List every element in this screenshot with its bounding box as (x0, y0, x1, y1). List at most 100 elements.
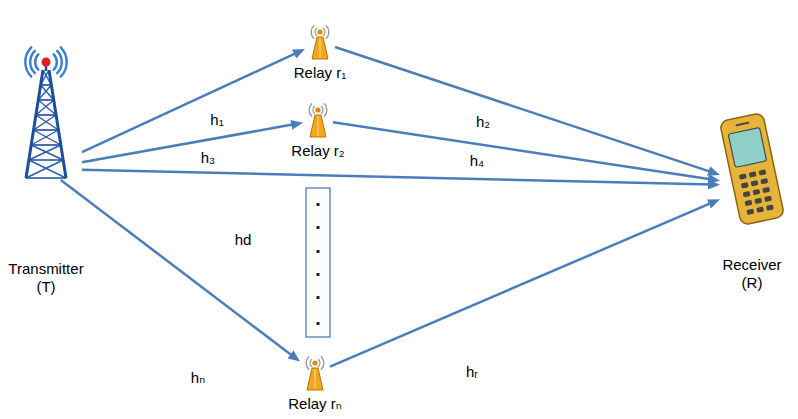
channel-label: h₁ (208, 111, 225, 129)
tower-platform (29, 159, 63, 161)
relay-antenna-icon (300, 355, 330, 391)
phone-key (745, 200, 753, 206)
ellipsis-dot (317, 296, 320, 299)
phone-key (749, 171, 757, 177)
signal-wave (61, 47, 67, 76)
signal-wave (306, 357, 309, 370)
signal-wave (311, 26, 314, 39)
channel-label: h₄ (468, 152, 486, 170)
relay-node: Relay r₂ (291, 102, 344, 160)
transmitter-node: Transmitter (T) (1, 40, 91, 296)
channel-arrow (335, 47, 712, 172)
phone-key (754, 198, 762, 204)
phone-key (751, 180, 759, 186)
phone-key (762, 187, 770, 193)
channel-arrow (61, 180, 294, 357)
relay-drawing (306, 357, 324, 390)
relay-tip (315, 107, 320, 112)
relay-highlight (317, 116, 318, 136)
signal-wave (313, 107, 314, 114)
phone-drawing (719, 113, 784, 226)
tower-drawing (25, 47, 66, 178)
channel-label: hd (233, 231, 254, 249)
signal-wave (315, 29, 316, 36)
tower-leg (49, 70, 66, 178)
tower-platform (34, 129, 59, 131)
relay-antenna-icon (300, 355, 330, 391)
tower-leg (26, 70, 43, 178)
node-label: Relay r₁ (294, 64, 347, 82)
relay-drawing (309, 104, 327, 137)
node-label: Relay rₙ (288, 395, 342, 413)
channel-label: hₙ (189, 369, 207, 387)
tower-brace (31, 145, 63, 160)
phone-key (756, 207, 764, 213)
ellipsis-dot (317, 322, 320, 325)
relay-antenna-icon (303, 102, 333, 138)
phone-screen (728, 128, 766, 168)
receiver-phone-icon (720, 110, 784, 228)
tower-platform (26, 177, 66, 179)
signal-wave (57, 51, 62, 73)
signal-wave (324, 104, 327, 117)
ellipsis-dot (317, 203, 320, 206)
relay-tip (312, 360, 317, 365)
signal-wave (322, 107, 323, 114)
tower-brace (26, 160, 63, 178)
phone-key (743, 191, 751, 197)
relay-mast (310, 115, 326, 137)
channel-arrow (330, 202, 713, 366)
beacon-light (42, 58, 51, 67)
relay-drawing (311, 26, 329, 59)
channel-arrow (82, 170, 712, 185)
channel-label: hᵣ (464, 363, 480, 381)
relay-highlight (319, 38, 320, 58)
phone-key (758, 169, 766, 175)
phone-key (764, 196, 772, 202)
signal-wave (321, 357, 324, 370)
tower-brace (29, 145, 61, 160)
tower-platform (31, 144, 61, 146)
node-label: Receiver (R) (713, 256, 791, 292)
node-label: Relay r₂ (291, 142, 344, 160)
ellipsis-dot (317, 250, 320, 253)
phone-key (741, 182, 749, 188)
tower-brace (31, 130, 58, 145)
signal-wave (25, 47, 31, 76)
phone-key (739, 173, 747, 179)
channel-arrow (82, 124, 295, 162)
ellipsis-dot (317, 273, 320, 276)
phone-body (719, 113, 784, 226)
tower-platform (38, 99, 53, 101)
signal-wave (30, 51, 35, 73)
signal-wave (323, 29, 324, 36)
relay-antenna-icon (305, 24, 335, 60)
receiver-phone-icon (720, 110, 784, 228)
phone-key (752, 189, 760, 195)
relay-antenna-icon (305, 24, 335, 60)
signal-wave (35, 54, 38, 69)
node-label: Transmitter (T) (1, 260, 91, 296)
tower-brace (29, 160, 66, 178)
phone-key (760, 178, 768, 184)
ellipsis-dot (317, 226, 320, 229)
relay-node: Relay rₙ (288, 355, 342, 413)
tower-brace (34, 130, 61, 145)
relay-mast (312, 37, 328, 59)
phone-key (766, 204, 774, 210)
transmitter-tower-icon (10, 40, 82, 180)
relay-antenna-icon (303, 102, 333, 138)
relay-node: Relay r₁ (294, 24, 347, 82)
relay-tip (317, 29, 322, 34)
signal-wave (309, 104, 312, 117)
transmitter-tower-icon (10, 40, 82, 180)
signal-wave (310, 360, 311, 367)
vertical-ellipsis (317, 203, 320, 325)
receiver-node: Receiver (R) (713, 110, 791, 292)
relay-mast (307, 368, 323, 390)
phone-key (746, 209, 754, 215)
ellipsis-box (306, 188, 330, 337)
channel-arrow (82, 52, 298, 152)
